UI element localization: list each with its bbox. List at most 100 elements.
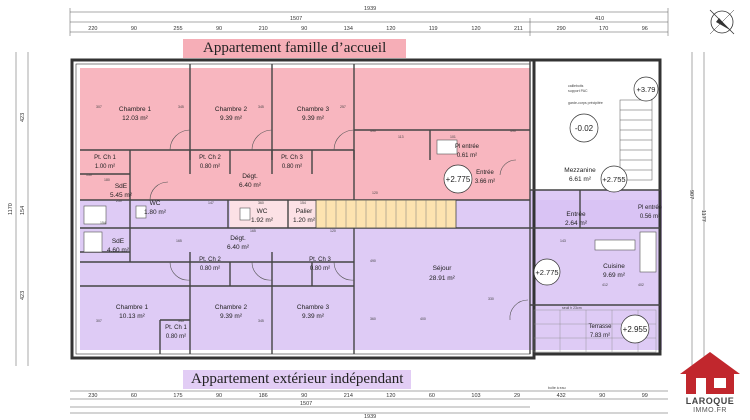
interior-dimension: 490 [510, 129, 516, 133]
interior-dimension: 345 [178, 319, 184, 323]
interior-dimension-labels: 307 345 345 257 113 101 490 490 150 180 250 147 154 3… [86, 105, 644, 323]
brand-url: IMMO.FR [693, 407, 727, 414]
dim-left-3: 423 [20, 291, 26, 300]
room-name: Pl entrée [638, 205, 663, 211]
room-name: Entrée [476, 170, 494, 176]
room-area: 9.39 m² [302, 115, 325, 122]
room-name: Pl entrée [455, 144, 480, 150]
room-area: 3.66 m² [475, 179, 495, 185]
dim-bottom-segment: 60 [429, 393, 435, 399]
level-marker: -0.02 [569, 113, 599, 143]
level-markers: +3.79 -0.02 +2.775 +2.755 +2.775 +2.955 [443, 76, 659, 344]
room-name: WC [257, 208, 268, 215]
room-area: 9.39 m² [220, 115, 243, 122]
room-area: 28.91 m² [429, 275, 455, 282]
interior-dimension: 250 [116, 199, 122, 203]
room-area: 0.61 m² [457, 153, 477, 159]
room-area: 0.80 m² [200, 164, 220, 170]
interior-dimension: 154 [300, 201, 306, 205]
interior-dimension: 143 [560, 239, 566, 243]
room-name: Pt. Ch 2 [199, 257, 221, 263]
interior-dimension: 402 [638, 283, 644, 287]
interior-dimension: 154 [100, 221, 106, 225]
interior-dimension: 307 [96, 319, 102, 323]
room-area: 0.80 m² [166, 334, 186, 340]
room-name: Pt. Ch 2 [199, 155, 221, 161]
room-area: 0.80 m² [310, 266, 330, 272]
room-name: Dégt. [230, 235, 246, 242]
dim-top-segment: 90 [216, 26, 222, 32]
room-name: Pt. Ch 1 [165, 325, 187, 331]
door-swings [149, 129, 529, 321]
room-area: 12.03 m² [122, 115, 148, 122]
dim-left-1: 423 [20, 113, 26, 122]
dim-top-right: 410 [595, 16, 604, 22]
dim-bottom-segment: 230 [88, 393, 97, 399]
level-marker: +2.955 [620, 314, 650, 344]
room-area: 1.92 m² [251, 217, 274, 224]
dim-bottom-segment: 29 [514, 393, 520, 399]
room-name: Pt. Ch 3 [309, 257, 331, 263]
exterior-stairs [619, 99, 653, 181]
svg-text:+3.79: +3.79 [637, 85, 656, 94]
svg-text:+2.955: +2.955 [623, 325, 648, 334]
room-name: Chambre 2 [215, 106, 248, 113]
side-dimension-lines [15, 52, 705, 366]
lower-apartment-zone-main [230, 228, 662, 350]
room-name: Terrasse [588, 324, 612, 330]
room-area: 2.64 m² [565, 220, 588, 227]
dim-top-segment: 210 [259, 26, 268, 32]
interior-dimension: 113 [398, 135, 404, 139]
dim-top-segment: 119 [429, 26, 438, 32]
dim-left-total: 1170 [8, 203, 14, 215]
interior-dimension: 345 [258, 319, 264, 323]
interior-dimension: 147 [208, 201, 214, 205]
north-arrow-icon [709, 9, 735, 35]
room-area: 9.69 m² [603, 272, 626, 279]
room-area: 7.83 m² [590, 333, 610, 339]
lower-apartment-zone-entrance [530, 190, 662, 228]
room-area: 1.80 m² [144, 209, 167, 216]
room-name: Cuisine [603, 263, 625, 270]
interior-dimension: 257 [340, 105, 346, 109]
room-name: Chambre 1 [116, 304, 149, 311]
dim-top-segment: 220 [88, 26, 97, 32]
room-area: 6.40 m² [227, 244, 250, 251]
dim-top-segment: 134 [344, 26, 353, 32]
dim-bottom-segment: 120 [386, 393, 395, 399]
interior-dimension: 180 [104, 178, 110, 182]
dim-bottom-segment: 103 [471, 393, 480, 399]
dim-bottom-left: 1507 [300, 401, 312, 407]
interior-dimension: 490 [370, 259, 376, 263]
room-area: 5.45 m² [110, 192, 133, 199]
outer-walls [70, 58, 662, 360]
lower-apartment-zone-left [80, 200, 230, 350]
interior-dimension: 101 [450, 135, 456, 139]
room-name: Palier [296, 208, 313, 215]
brand-logo: LAROQUE IMMO.FR [672, 348, 748, 418]
dim-top-segment: 90 [301, 26, 307, 32]
room-name: Chambre 1 [119, 106, 152, 113]
dim-bottom-segment: 214 [344, 393, 353, 399]
room-area: 0.80 m² [282, 164, 302, 170]
annotation-garde-corps: garde-corps précipitée [568, 101, 603, 105]
dim-right-907: 907 [688, 190, 694, 199]
room-name: Pt. Ch 1 [94, 155, 116, 161]
room-area: 10.13 m² [119, 313, 145, 320]
room-area: 9.39 m² [220, 313, 243, 320]
interior-dimension: 150 [86, 173, 92, 177]
room-name: Chambre 2 [215, 304, 248, 311]
room-name: Pt. Ch 3 [281, 155, 303, 161]
interior-dimension: 307 [96, 105, 102, 109]
dim-top-segment: 90 [131, 26, 137, 32]
dim-top-total: 1939 [364, 6, 376, 12]
interior-dimension: 400 [420, 317, 426, 321]
room-area: 1.00 m² [95, 164, 115, 170]
dim-top-left: 1507 [290, 16, 302, 22]
room-labels: Chambre 1 12.03 m² Chambre 2 9.39 m² Cha… [94, 106, 663, 340]
staircase [315, 199, 457, 229]
dim-left-2: 154 [20, 206, 26, 215]
